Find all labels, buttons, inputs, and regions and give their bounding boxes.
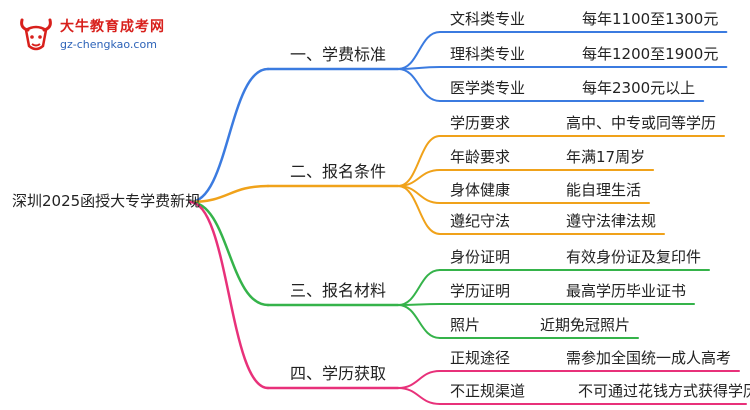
item-label: 身体健康 [450, 181, 511, 199]
section-title: 三、报名材料 [290, 281, 387, 300]
item-label: 正规途径 [450, 349, 511, 367]
item-value: 每年2300元以上 [582, 79, 696, 97]
item-value: 最高学历毕业证书 [566, 282, 687, 300]
item-label: 年龄要求 [450, 148, 511, 166]
site-logo: 大牛教育成考网 gz-chengkao.com [14, 12, 214, 62]
item-label: 照片 [450, 316, 481, 334]
item-label: 理科类专业 [450, 45, 526, 63]
section-title: 一、学费标准 [290, 45, 387, 64]
section-title: 二、报名条件 [290, 162, 387, 181]
leaf-connector [397, 370, 441, 389]
item-value: 遵守法律法规 [566, 212, 657, 230]
item-value: 每年1100至1300元 [582, 10, 719, 28]
item-value: 近期免冠照片 [540, 316, 631, 334]
leaf-connector [397, 304, 441, 339]
item-label: 遵纪守法 [450, 212, 511, 230]
item-label: 文科类专业 [450, 10, 526, 28]
item-value: 不可通过花钱方式获得学历 [578, 382, 750, 400]
logo-url: gz-chengkao.com [60, 38, 157, 51]
leaf-connector [397, 387, 441, 405]
leaf-connector [397, 31, 441, 70]
branch-connector [188, 184, 270, 204]
item-value: 年满17周岁 [566, 148, 646, 166]
leaf-connector [397, 68, 441, 102]
section-title: 四、学历获取 [290, 364, 387, 383]
logo-title: 大牛教育成考网 [60, 19, 165, 35]
item-value: 高中、中专或同等学历 [566, 114, 717, 132]
branch-connector [188, 67, 270, 204]
root-topic: 深圳2025函授大专学费新规 [12, 192, 201, 210]
item-value: 需参加全国统一成人高考 [566, 349, 732, 367]
item-label: 不正规渠道 [450, 382, 526, 400]
item-label: 学历证明 [450, 282, 511, 300]
item-value: 能自理生活 [566, 181, 642, 199]
item-value: 每年1200至1900元 [582, 45, 719, 63]
leaf-connector [397, 185, 441, 235]
item-label: 医学类专业 [450, 79, 526, 97]
bull-logo-icon [20, 18, 52, 51]
leaf-connector [397, 269, 441, 306]
leaf-connector [397, 303, 441, 306]
branch-connector [188, 200, 270, 307]
item-label: 学历要求 [450, 114, 511, 132]
branch-connector [188, 200, 270, 390]
item-label: 身份证明 [450, 248, 511, 266]
item-value: 有效身份证及复印件 [566, 248, 702, 266]
